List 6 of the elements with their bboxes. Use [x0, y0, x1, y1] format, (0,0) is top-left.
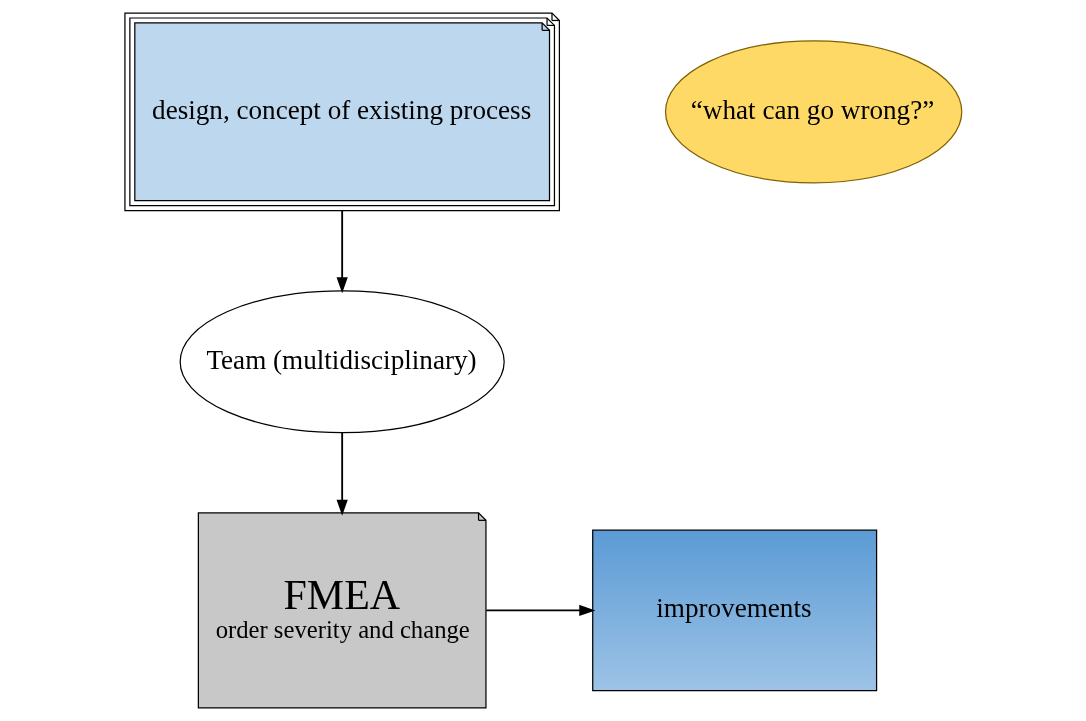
node-ellipse: “what can go wrong?”	[664, 40, 962, 184]
node-ellipse: Team (multidisciplinary)	[179, 290, 505, 434]
node-box: improvements	[591, 529, 877, 692]
arrow	[484, 604, 595, 617]
arrow	[336, 209, 348, 294]
arrow	[336, 431, 348, 516]
